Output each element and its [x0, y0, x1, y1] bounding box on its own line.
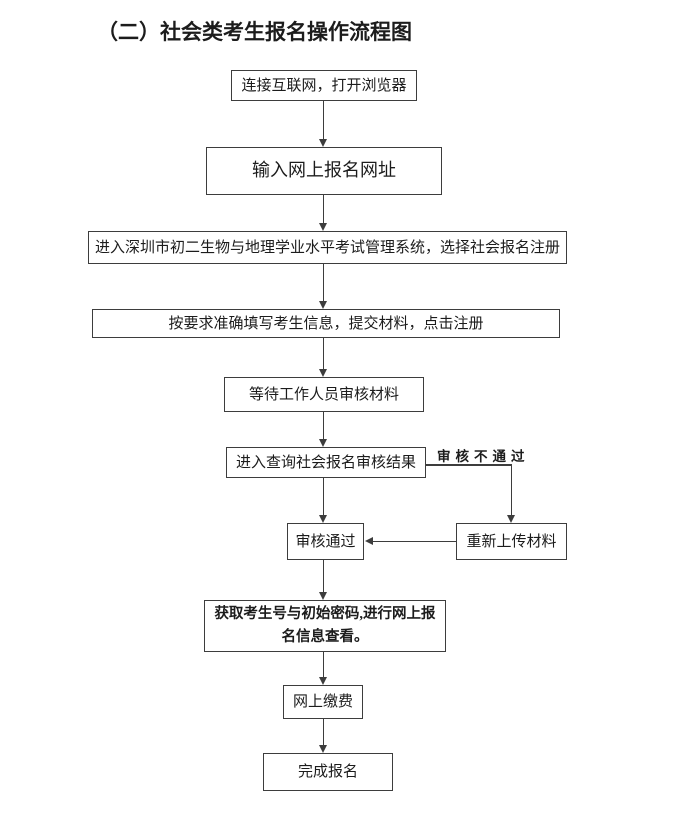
flow-node-complete-registration: 完成报名 — [263, 753, 393, 791]
arrow-8-shaft — [322, 652, 325, 678]
flow-node-get-id-password: 获取考生号与初始密码,进行网上报 名信息查看。 — [204, 600, 446, 652]
arrow-5-head-icon — [319, 439, 327, 447]
page-title: （二）社会类考生报名操作流程图 — [97, 20, 412, 44]
flow-node-enter-url: 输入网上报名网址 — [206, 147, 442, 195]
flow-node-wait-review: 等待工作人员审核材料 — [224, 377, 424, 412]
arrow-1-shaft — [322, 101, 325, 140]
arrow-7-shaft — [322, 560, 325, 593]
arrow-6-head-icon — [319, 515, 327, 523]
arrow-4-shaft — [322, 338, 325, 370]
branch-label-review-rejected: 审核不通过 — [437, 449, 530, 464]
flow-node-pay-online: 网上缴费 — [283, 685, 363, 719]
arrow-4-head-icon — [319, 369, 327, 377]
arrow-3-shaft — [322, 264, 325, 302]
flow-node-enter-system: 进入深圳市初二生物与地理学业水平考试管理系统，选择社会报名注册 — [88, 231, 567, 264]
arrow-1-head-icon — [319, 139, 327, 147]
flow-node-connect-internet: 连接互联网，打开浏览器 — [231, 70, 417, 101]
branch-arrow-head-icon — [506, 515, 515, 523]
arrow-6-shaft — [322, 478, 325, 516]
arrow-7-head-icon — [319, 592, 327, 600]
reupload-arrow-head-icon — [364, 536, 373, 545]
arrow-2-shaft — [322, 195, 325, 224]
flow-node-query-result: 进入查询社会报名审核结果 — [226, 447, 426, 478]
arrow-8-head-icon — [319, 677, 327, 685]
arrow-3-head-icon — [319, 301, 327, 309]
arrow-9-shaft — [322, 719, 325, 746]
flow-node-reupload-material: 重新上传材料 — [456, 523, 567, 560]
branch-arrow-horizontal-shaft — [426, 464, 512, 466]
reupload-arrow-shaft — [372, 540, 456, 542]
arrow-9-head-icon — [319, 745, 327, 753]
flow-node-review-passed: 审核通过 — [287, 523, 364, 560]
arrow-5-shaft — [322, 412, 325, 440]
branch-arrow-vertical-shaft — [510, 464, 512, 516]
flow-node-fill-info: 按要求准确填写考生信息，提交材料，点击注册 — [92, 309, 560, 338]
arrow-2-head-icon — [319, 223, 327, 231]
